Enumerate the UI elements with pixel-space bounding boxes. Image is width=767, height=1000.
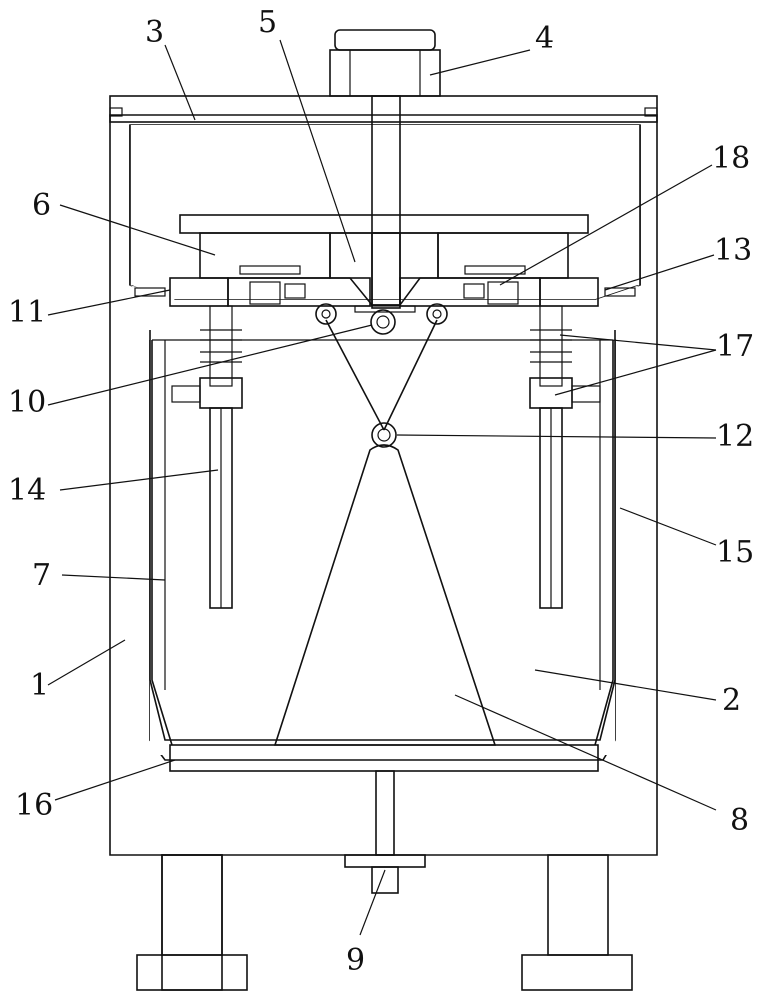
rod-assemblies	[171, 305, 601, 609]
label-5: 5	[258, 5, 277, 40]
discharge-pipe	[344, 770, 426, 894]
label-17: 17	[716, 329, 754, 364]
label-16: 16	[15, 788, 53, 823]
label-15: 15	[716, 535, 754, 570]
label-1: 1	[30, 668, 49, 703]
gear-base	[134, 265, 636, 313]
motor	[329, 29, 441, 97]
cone-agitator	[273, 444, 497, 746]
drive-shaft	[371, 95, 401, 309]
label-4: 4	[535, 21, 554, 56]
label-6: 6	[32, 188, 51, 223]
support-legs	[136, 854, 633, 991]
label-7: 7	[32, 558, 51, 593]
label-18: 18	[712, 141, 750, 176]
label-14: 14	[8, 473, 46, 508]
label-13: 13	[714, 233, 752, 268]
label-9: 9	[346, 943, 365, 978]
part-labels: 3 5 4 18 6 13 11 17 10 12 14 7 15 1 2 16…	[8, 5, 754, 978]
label-3: 3	[145, 15, 164, 50]
top-cover	[109, 95, 658, 123]
label-8: 8	[730, 803, 749, 838]
label-11: 11	[8, 295, 46, 330]
label-12: 12	[716, 419, 754, 454]
label-2: 2	[722, 683, 741, 718]
label-10: 10	[8, 385, 46, 420]
outer-housing	[109, 114, 658, 856]
leader-lines	[47, 39, 717, 936]
pulley-rope	[315, 303, 448, 448]
